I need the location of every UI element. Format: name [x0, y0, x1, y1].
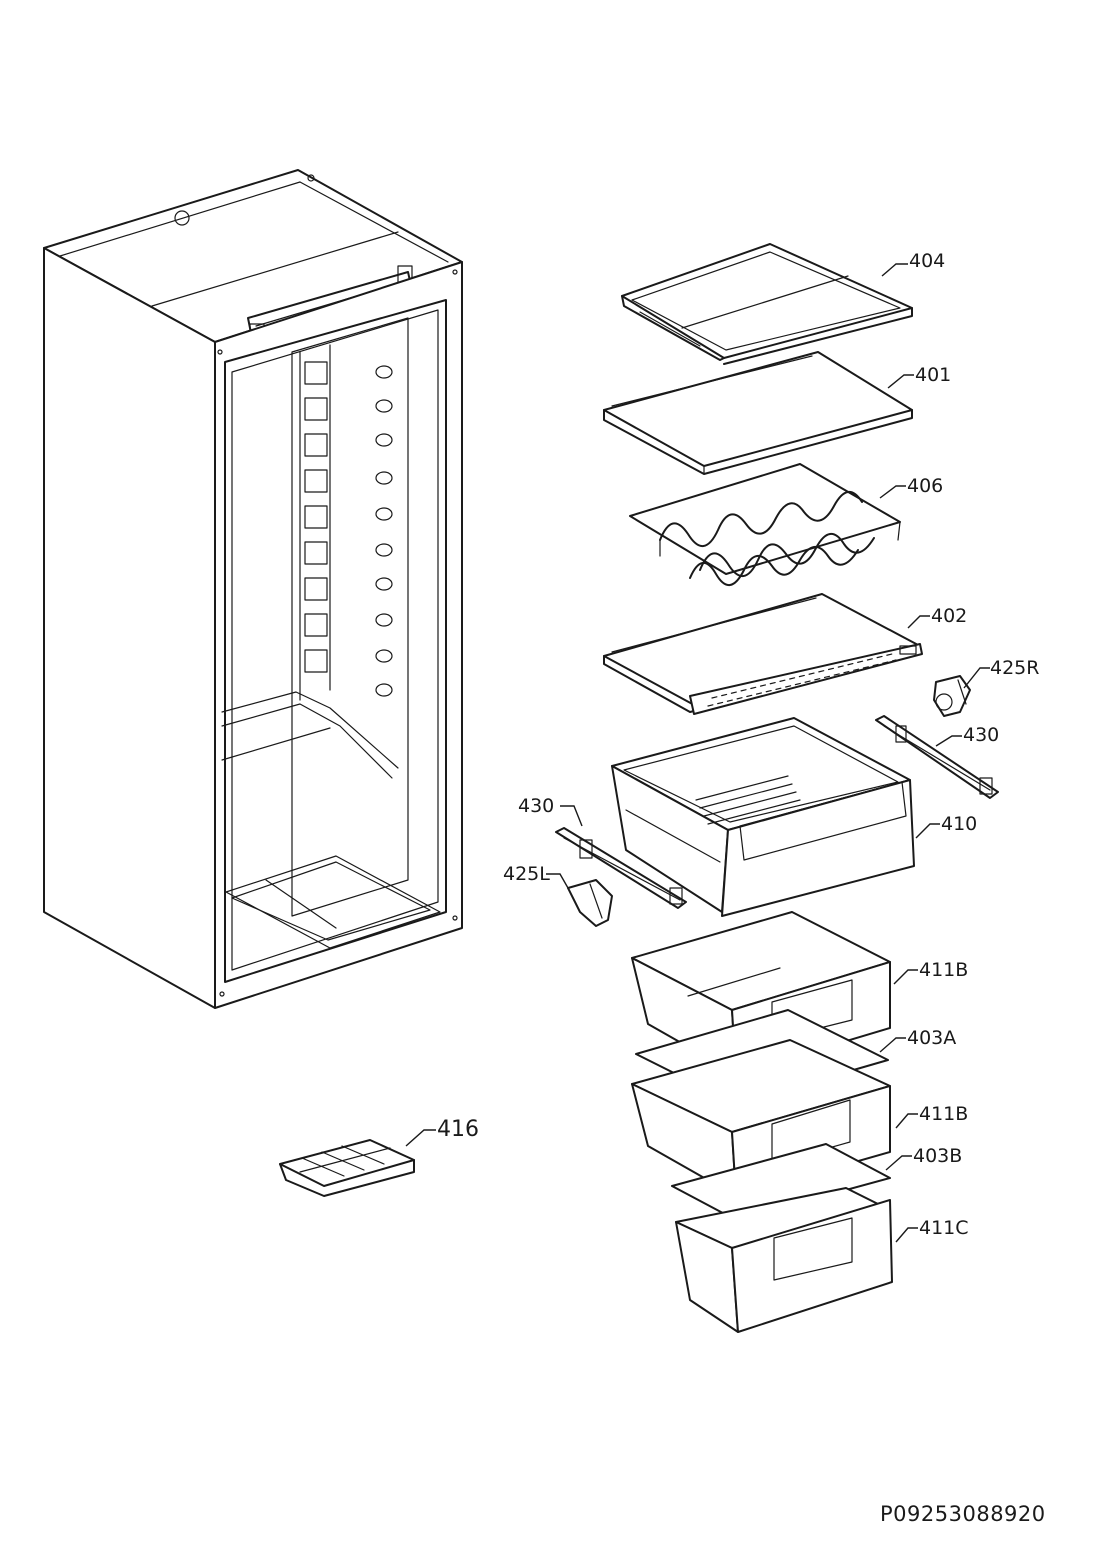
callout-411B-mid: 411B	[919, 1103, 969, 1125]
part-425L-bracket	[567, 879, 613, 927]
part-404-shelf	[621, 243, 913, 365]
callout-416: 416	[437, 1117, 479, 1142]
shelf-vent-pattern	[707, 653, 897, 707]
callout-leader-lines	[405, 263, 990, 1243]
callout-406: 406	[907, 475, 944, 497]
callout-404: 404	[909, 250, 946, 272]
callout-403A: 403A	[907, 1027, 957, 1049]
part-430-rail-right	[875, 715, 999, 799]
callout-430-left: 430	[518, 795, 555, 817]
callout-410: 410	[941, 813, 978, 835]
callout-403B: 403B	[913, 1145, 963, 1167]
shelf-support-notches	[304, 361, 393, 697]
part-416-ice-tray	[279, 1139, 415, 1197]
callout-401: 401	[915, 364, 952, 386]
part-410-drawer	[611, 717, 915, 917]
callout-411C: 411C	[919, 1217, 969, 1239]
part-430-rail-left	[555, 827, 687, 909]
part-403B-glass	[671, 1143, 891, 1221]
callout-425R: 425R	[990, 657, 1040, 679]
part-425R-bracket	[933, 675, 971, 717]
callout-430-right: 430	[963, 724, 1000, 746]
callout-402: 402	[931, 605, 968, 627]
fridge-cabinet	[43, 169, 463, 1009]
part-401-shelf	[603, 351, 913, 475]
drawing-code: P09253088920	[880, 1502, 1046, 1526]
callout-411B-top: 411B	[919, 959, 969, 981]
callout-425L: 425L	[503, 863, 550, 885]
part-406-bottle-rack	[629, 463, 901, 586]
part-402-shelf	[603, 593, 923, 715]
part-411C-drawer	[675, 1187, 893, 1333]
